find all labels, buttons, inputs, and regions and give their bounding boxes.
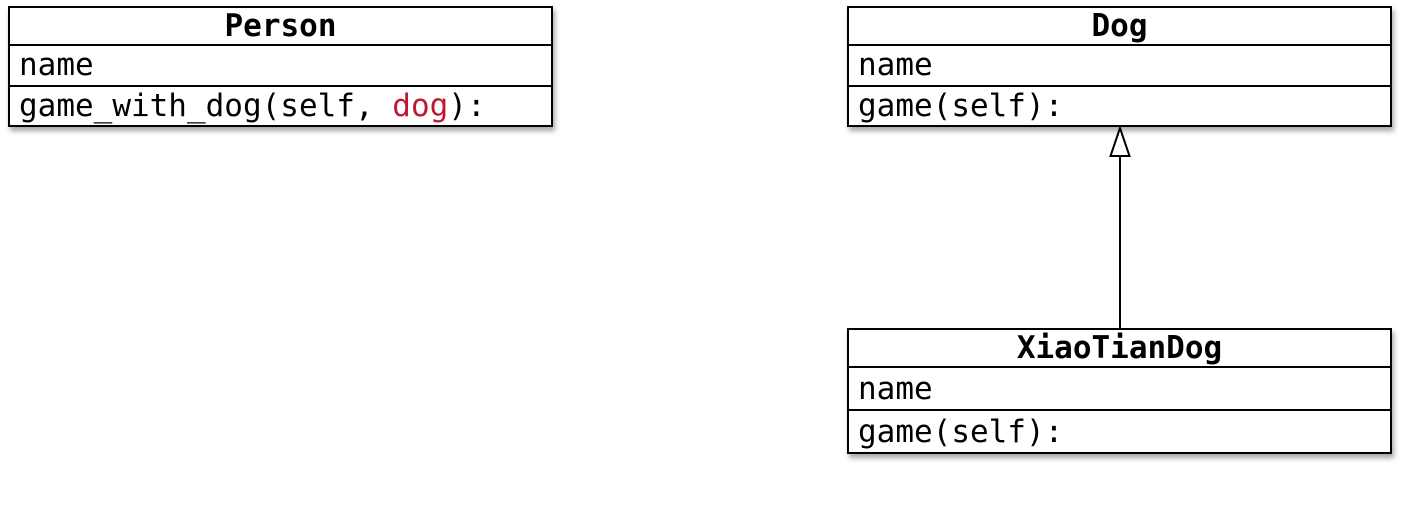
class-attribute-person-name: name	[19, 47, 94, 84]
class-box-dog: Dog name game(self):	[847, 6, 1392, 127]
class-attribute-dog-name: name	[858, 47, 933, 84]
class-box-person: Person name game_with_dog(self, dog):	[8, 6, 553, 127]
method-text-segment: game_with_dog(self,	[19, 87, 393, 124]
inheritance-arrow-head	[1109, 124, 1131, 157]
class-method-dog: game(self):	[849, 84, 1390, 126]
method-param-dog-highlight: dog	[392, 87, 449, 124]
class-method-xiaotiandog: game(self):	[849, 409, 1390, 452]
method-text-segment: ):	[448, 87, 486, 124]
class-title-person: Person	[10, 8, 551, 46]
class-method-person: game_with_dog(self, dog):	[10, 84, 551, 126]
class-title-dog: Dog	[849, 8, 1390, 46]
class-box-xiaotiandog: XiaoTianDog name game(self):	[847, 328, 1392, 454]
class-title-xiaotiandog: XiaoTianDog	[849, 330, 1390, 368]
class-attribute-xiaotiandog-name: name	[858, 370, 933, 407]
